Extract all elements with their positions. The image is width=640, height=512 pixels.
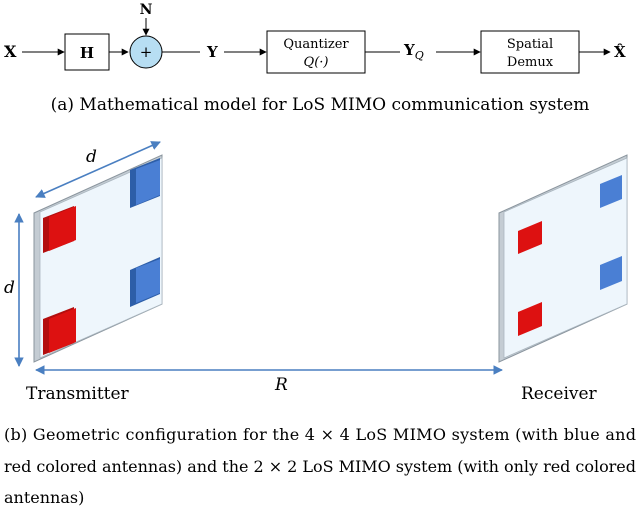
- noise-n-label: N: [140, 2, 153, 18]
- geometry-figure: d d R T: [4, 141, 628, 404]
- transmitter-label: Transmitter: [26, 384, 130, 404]
- quantizer-function-label: Q(·): [304, 55, 329, 70]
- caption-b-line2: red colored antennas) and the 2 × 2 LoS …: [4, 457, 636, 476]
- tx-red-antenna-bottom: [49, 308, 76, 353]
- input-x-label: X: [4, 42, 17, 61]
- rx-red-antenna-bottom: [518, 302, 542, 336]
- caption-b-line1: (b) Geometric configuration for the 4 × …: [4, 425, 636, 444]
- output-yq-label: YQ: [403, 41, 424, 62]
- quantizer-label: Quantizer: [283, 37, 349, 52]
- rx-red-antenna-top: [518, 221, 542, 254]
- spatial-demux-box: [480, 30, 580, 74]
- width-d-label: d: [86, 147, 97, 167]
- adder-plus-label: +: [140, 43, 153, 61]
- demux-line2-label: Demux: [507, 55, 554, 70]
- rx-blue-antenna-top: [600, 175, 622, 208]
- height-d-label: d: [4, 278, 15, 298]
- tx-red-antenna-top: [49, 206, 76, 251]
- caption-a: (a) Mathematical model for LoS MIMO comm…: [51, 95, 590, 115]
- quantizer-box: [266, 30, 366, 74]
- tx-blue-antenna-top: [136, 160, 160, 205]
- tx-blue-antenna-bottom: [136, 259, 160, 303]
- receiver-label: Receiver: [521, 384, 598, 404]
- rx-blue-antenna-bottom: [600, 256, 622, 290]
- receiver-panel: [498, 154, 628, 363]
- distance-r-label: R: [274, 375, 288, 395]
- demux-line1-label: Spatial: [507, 37, 553, 52]
- block-diagram: X H N + Y Quantizer Q(·) YQ Spatial Demu…: [4, 2, 626, 74]
- transmitter-panel: [33, 154, 163, 363]
- output-y-label: Y: [206, 43, 218, 61]
- width-d-arrow: [35, 141, 161, 198]
- estimate-xhat-label: X̂: [614, 43, 626, 61]
- caption-b-line3: antennas): [4, 488, 84, 507]
- channel-h-label: H: [80, 44, 94, 62]
